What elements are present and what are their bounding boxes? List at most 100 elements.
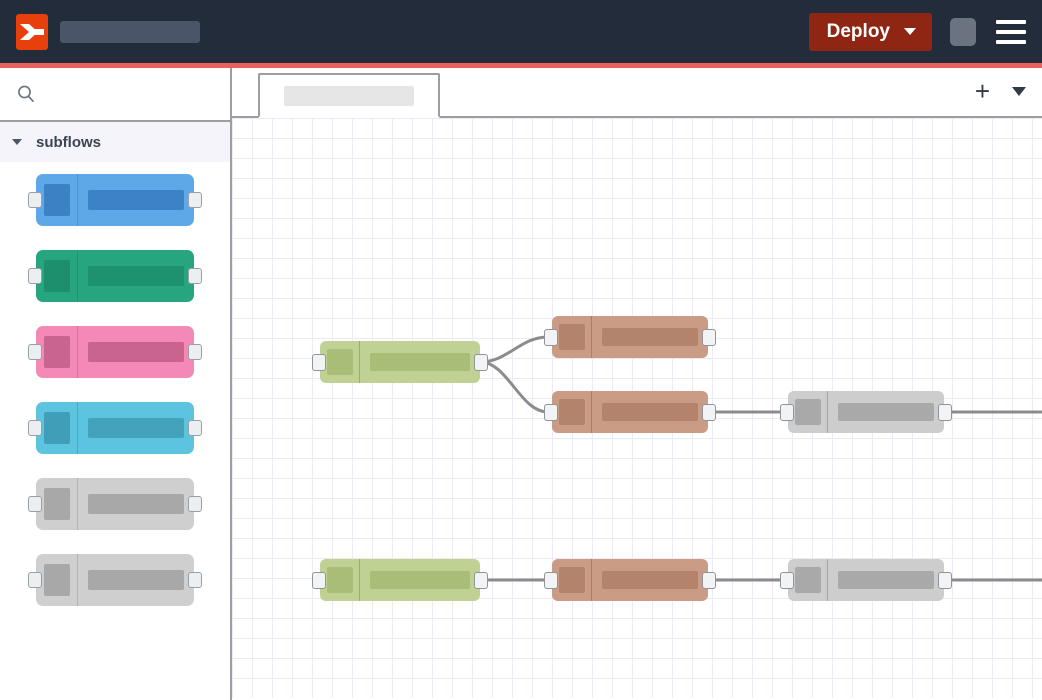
flow-node-input-port[interactable]: [544, 404, 558, 421]
palette-node-input-port[interactable]: [28, 572, 42, 588]
deploy-button-label: Deploy: [826, 20, 890, 42]
palette-node-output-port[interactable]: [188, 268, 202, 284]
flow-node-icon: [788, 559, 828, 601]
search-icon[interactable]: [16, 84, 36, 104]
workspace: +: [232, 68, 1042, 700]
flow-node-green-1[interactable]: [312, 341, 488, 383]
flow-node-label: [602, 403, 698, 421]
flow-node-output-port[interactable]: [474, 572, 488, 589]
hamburger-menu-icon[interactable]: [996, 19, 1026, 44]
flow-node-output-port[interactable]: [474, 354, 488, 371]
palette-node-6[interactable]: [28, 554, 202, 606]
flow-node-label-wrap: [592, 559, 708, 601]
flow-node-icon: [552, 391, 592, 433]
palette-node-output-port[interactable]: [188, 496, 202, 512]
palette-node-output-port[interactable]: [188, 420, 202, 436]
flow-node-grey-1[interactable]: [780, 391, 952, 433]
palette-node-label-wrap: [78, 478, 194, 530]
flow-node-input-port[interactable]: [780, 404, 794, 421]
flow-canvas[interactable]: [232, 118, 1042, 698]
flow-node-label: [370, 353, 470, 371]
palette-node-3[interactable]: [28, 326, 202, 378]
palette-node-1[interactable]: [28, 174, 202, 226]
flow-node-output-port[interactable]: [702, 572, 716, 589]
tab-bar-tools: +: [975, 78, 1026, 104]
flow-node-salmon-1[interactable]: [544, 316, 716, 358]
header-accent-bar: [0, 63, 1042, 68]
hamburger-bar: [996, 29, 1026, 34]
palette-node-label: [88, 570, 184, 590]
flow-node-icon: [552, 316, 592, 358]
wire-green1-to-salmon2[interactable]: [479, 360, 549, 414]
flow-tab-label: [284, 85, 414, 106]
flow-node-input-port[interactable]: [312, 354, 326, 371]
node-red-logo-icon[interactable]: [16, 13, 48, 50]
palette-node-input-port[interactable]: [28, 268, 42, 284]
palette-node-input-port[interactable]: [28, 496, 42, 512]
chevron-down-icon[interactable]: [1012, 86, 1026, 96]
palette-node-label: [88, 494, 184, 514]
app-header: Deploy: [0, 0, 1042, 63]
flow-node-label-wrap: [592, 316, 708, 358]
flow-node-label: [838, 571, 934, 589]
flow-node-output-port[interactable]: [702, 329, 716, 346]
flow-node-label: [838, 403, 934, 421]
flow-node-icon: [320, 559, 360, 601]
palette-node-list: [0, 162, 230, 606]
palette-node-input-port[interactable]: [28, 420, 42, 436]
palette-node-label: [88, 266, 184, 286]
palette-node-icon: [36, 402, 78, 454]
flow-node-output-port[interactable]: [938, 404, 952, 421]
flow-node-label: [602, 328, 698, 346]
palette-node-5[interactable]: [28, 478, 202, 530]
chevron-down-icon[interactable]: [904, 28, 916, 35]
palette-node-output-port[interactable]: [188, 192, 202, 208]
palette-node-input-port[interactable]: [28, 344, 42, 360]
flow-node-input-port[interactable]: [780, 572, 794, 589]
chevron-down-icon[interactable]: [12, 139, 22, 145]
flow-node-input-port[interactable]: [312, 572, 326, 589]
palette-node-label-wrap: [78, 402, 194, 454]
palette-search-bar[interactable]: [0, 68, 230, 122]
palette-node-icon: [36, 174, 78, 226]
flow-node-green-2[interactable]: [312, 559, 488, 601]
flow-node-label-wrap: [592, 391, 708, 433]
flow-node-label-wrap: [828, 391, 944, 433]
flow-tab-active[interactable]: [258, 73, 440, 118]
palette-node-label-wrap: [78, 174, 194, 226]
palette-node-icon: [36, 554, 78, 606]
palette-node-4[interactable]: [28, 402, 202, 454]
palette-node-input-port[interactable]: [28, 192, 42, 208]
palette-node-icon: [36, 478, 78, 530]
palette-node-output-port[interactable]: [188, 572, 202, 588]
flow-node-salmon-3[interactable]: [544, 559, 716, 601]
flow-node-output-port[interactable]: [702, 404, 716, 421]
palette-node-label-wrap: [78, 326, 194, 378]
palette-node-icon: [36, 250, 78, 302]
flow-node-input-port[interactable]: [544, 572, 558, 589]
flow-title-field[interactable]: [60, 20, 200, 43]
palette-node-label-wrap: [78, 554, 194, 606]
palette-node-label: [88, 418, 184, 438]
flow-node-grey-2[interactable]: [780, 559, 952, 601]
user-avatar-icon[interactable]: [950, 17, 976, 46]
flow-node-icon: [552, 559, 592, 601]
flow-node-salmon-2[interactable]: [544, 391, 716, 433]
plus-icon[interactable]: +: [974, 76, 990, 106]
flow-node-output-port[interactable]: [938, 572, 952, 589]
hamburger-bar: [996, 39, 1026, 44]
flow-node-label: [370, 571, 470, 589]
palette-node-2[interactable]: [28, 250, 202, 302]
flow-node-label-wrap: [360, 559, 480, 601]
deploy-button[interactable]: Deploy: [808, 12, 932, 51]
flow-node-icon: [788, 391, 828, 433]
flow-node-icon: [320, 341, 360, 383]
palette-category-label: subflows: [36, 133, 102, 151]
flow-node-input-port[interactable]: [544, 329, 558, 346]
palette-node-output-port[interactable]: [188, 344, 202, 360]
palette-category-subflows[interactable]: subflows: [0, 122, 230, 162]
flow-tab-bar: +: [232, 68, 1042, 118]
wire-green1-to-salmon1[interactable]: [479, 335, 549, 364]
palette-node-label: [88, 190, 184, 210]
